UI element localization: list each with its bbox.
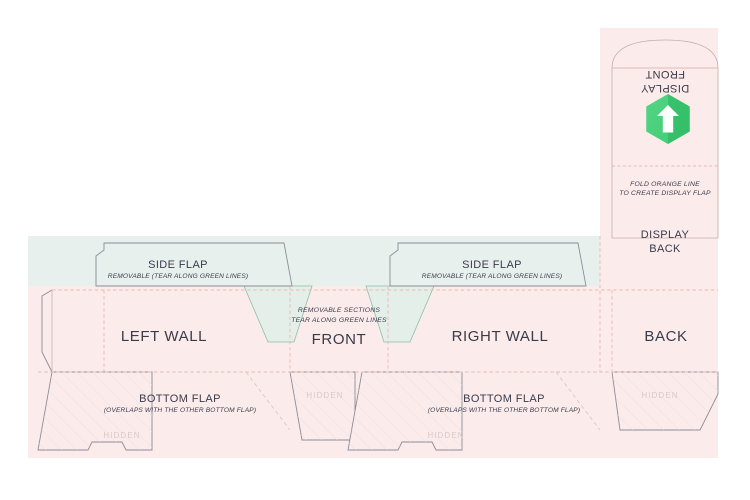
front-label: FRONT: [312, 331, 367, 348]
fold-lines: [38, 236, 718, 373]
left-side-flap-outline: [95, 242, 293, 287]
left-wall-label: LEFT WALL: [121, 328, 207, 345]
flap-mint-band: [28, 236, 634, 286]
fold-orange-note-line2: TO CREATE DISPLAY FLAP: [619, 190, 711, 197]
back-label: BACK: [644, 328, 687, 345]
left-side-flap-sublabel: REMOVABLE (TEAR ALONG GREEN LINES): [108, 273, 248, 280]
right-bottom-flap-sublabel: (OVERLAPS WITH THE OTHER BOTTOM FLAP): [428, 407, 580, 414]
hidden-back-bottom: HIDDEN: [641, 391, 678, 400]
right-side-flap-sublabel: REMOVABLE (TEAR ALONG GREEN LINES): [422, 273, 562, 280]
left-side-flap-label: SIDE FLAP: [148, 259, 208, 271]
display-front-line1: DISPLAY: [641, 82, 690, 94]
right-side-flap-outline: [389, 242, 587, 287]
logo-arrow-glyph: [657, 105, 679, 133]
display-front-line2: FRONT: [645, 68, 685, 80]
right-side-flap-label: SIDE FLAP: [462, 259, 522, 271]
display-front-label-group: DISPLAY FRONT: [641, 68, 690, 94]
bottom-flaps: [37, 371, 719, 451]
left-bottom-flap-label: BOTTOM FLAP: [139, 393, 221, 405]
logo-hexagon-shade: [668, 94, 690, 144]
tuck-flap-outline: [611, 39, 719, 69]
side-flaps: [95, 242, 587, 287]
back-bottom-flap-hatch: [612, 372, 718, 430]
left-bottom-flap-sublabel: (OVERLAPS WITH THE OTHER BOTTOM FLAP): [104, 407, 256, 414]
display-back-line1: DISPLAY: [641, 229, 690, 241]
hexagon-arrow-logo: [646, 94, 690, 144]
right-bottom-flap-hatch: [348, 372, 462, 450]
fold-orange-note-line1: FOLD ORANGE LINE: [630, 181, 700, 188]
right-wall-label: RIGHT WALL: [452, 328, 549, 345]
panel-labels: SIDE FLAP REMOVABLE (TEAR ALONG GREEN LI…: [103, 259, 687, 440]
center-bottom-flap-hatch: [290, 372, 355, 440]
display-back-line2: BACK: [649, 243, 681, 255]
left-bottom-flap-hatch: [38, 372, 152, 450]
hidden-center-bottom: HIDDEN: [306, 391, 343, 400]
hidden-left-bottom: HIDDEN: [103, 431, 140, 440]
flap-diagonal-left: [245, 371, 291, 431]
wall-outlines: [41, 289, 53, 373]
right-bottom-flap-label: BOTTOM FLAP: [463, 393, 545, 405]
display-tower: DISPLAY FRONT FOLD ORANGE LINE TO CREATE…: [611, 39, 719, 255]
hidden-right-bottom: HIDDEN: [427, 431, 464, 440]
removable-note-line2: TEAR ALONG GREEN LINES: [291, 317, 387, 324]
glue-tab-outline: [41, 289, 53, 373]
removable-note-line1: REMOVABLE SECTIONS: [298, 307, 380, 314]
logo-hexagon-light: [646, 94, 668, 144]
flap-diagonal-right: [555, 371, 601, 431]
